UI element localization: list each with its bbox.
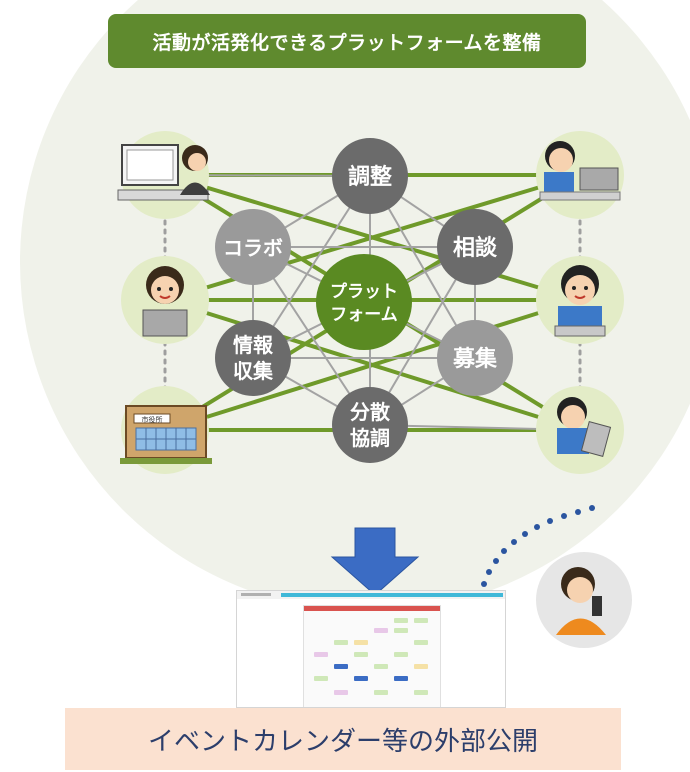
bottom-caption: イベントカレンダー等の外部公開 bbox=[65, 708, 621, 770]
person-left-top bbox=[117, 131, 210, 219]
node-distributed-line2: 協調 bbox=[350, 426, 390, 450]
calendar-thumbnail bbox=[303, 605, 441, 707]
calendar-event bbox=[414, 664, 428, 669]
person-left-bottom: 市役所 bbox=[120, 386, 212, 474]
node-consult-label: 相談 bbox=[453, 235, 498, 261]
calendar-event bbox=[354, 640, 368, 645]
dotted-arc bbox=[481, 505, 595, 587]
calendar-event bbox=[414, 618, 428, 623]
screenshot-accent-bar bbox=[281, 593, 503, 597]
node-recruit-label: 募集 bbox=[452, 346, 498, 372]
center-node-line1: プラット bbox=[330, 281, 398, 302]
center-node-line2: フォーム bbox=[330, 305, 398, 325]
dotted-connectors bbox=[163, 210, 582, 394]
calendar-event bbox=[394, 618, 408, 623]
calendar-event bbox=[354, 652, 368, 657]
man-with-tablet-icon bbox=[557, 397, 612, 457]
calendar-event bbox=[334, 640, 348, 645]
calendar-event bbox=[334, 690, 348, 695]
title-banner: 活動が活発化できるプラットフォームを整備 bbox=[108, 14, 586, 68]
woman-with-laptop-icon bbox=[142, 266, 188, 337]
node-distributed-line1: 分散 bbox=[350, 400, 391, 424]
city-hall-sign: 市役所 bbox=[142, 415, 163, 424]
screenshot-topbar bbox=[237, 591, 505, 599]
woman-at-computer-icon bbox=[117, 144, 210, 201]
node-platform-center: プラット フォーム bbox=[316, 254, 412, 350]
calendar-event bbox=[394, 652, 408, 657]
person-right-middle bbox=[536, 256, 624, 344]
calendar-event bbox=[314, 676, 328, 681]
calendar-event bbox=[394, 676, 408, 681]
calendar-header-bar bbox=[304, 606, 440, 611]
calendar-event bbox=[374, 628, 388, 633]
node-consult: 相談 bbox=[437, 209, 513, 285]
city-hall-building-icon: 市役所 bbox=[120, 405, 212, 464]
node-collab: コラボ bbox=[215, 209, 291, 285]
citizen-person bbox=[536, 552, 632, 648]
node-distributed-coordination: 分散 協調 bbox=[332, 387, 408, 463]
node-info-line1: 情報 bbox=[233, 333, 274, 357]
calendar-event bbox=[314, 652, 328, 657]
woman-with-smartphone-icon bbox=[556, 567, 606, 635]
screenshot-url-bar bbox=[241, 593, 271, 596]
person-right-bottom bbox=[536, 386, 624, 474]
calendar-event bbox=[394, 628, 408, 633]
calendar-event bbox=[354, 676, 368, 681]
person-right-top bbox=[536, 131, 624, 219]
calendar-event bbox=[374, 690, 388, 695]
node-info-gathering: 情報 収集 bbox=[215, 320, 291, 396]
event-calendar-screenshot bbox=[236, 590, 506, 708]
man-at-laptop-icon bbox=[539, 141, 621, 201]
node-recruit: 募集 bbox=[437, 320, 513, 396]
node-collab-label: コラボ bbox=[223, 236, 283, 260]
man-with-laptop-icon bbox=[554, 265, 606, 337]
calendar-event bbox=[374, 664, 388, 669]
calendar-event bbox=[414, 690, 428, 695]
calendar-event bbox=[334, 664, 348, 669]
down-arrow-icon bbox=[330, 527, 420, 596]
node-adjust-label: 調整 bbox=[348, 164, 392, 190]
person-left-middle bbox=[121, 256, 209, 344]
node-adjust: 調整 bbox=[332, 138, 408, 214]
node-info-line2: 収集 bbox=[233, 359, 274, 383]
calendar-event bbox=[414, 640, 428, 645]
